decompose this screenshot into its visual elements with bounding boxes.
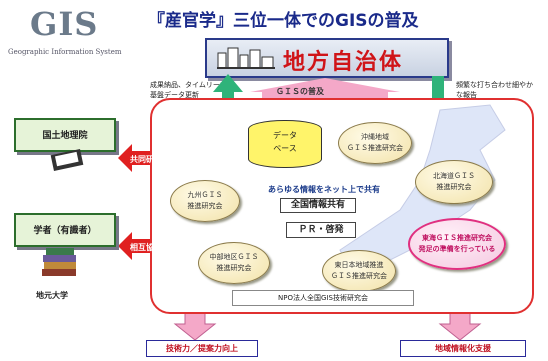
network-share-label: あらゆる情報をネット上で共有 <box>268 185 380 194</box>
note-left: 成果納品、タイムリーな基盤データ更新 <box>150 81 227 99</box>
page-title: 『産官学』三位一体でのGISの普及 <box>148 11 419 31</box>
oval-chubu: 中部地区ＧＩＳ 推進研究会 <box>198 242 270 284</box>
npo-box: NPO法人全国GIS技術研究会 <box>232 290 414 306</box>
info-share-box: 全国情報共有 <box>280 198 356 213</box>
database-label: データ ベース <box>273 131 297 153</box>
book-icon <box>50 149 84 171</box>
local-university-label: 地元大学 <box>36 291 68 300</box>
database-cylinder: データ ベース <box>248 120 322 168</box>
green-up-arrow <box>213 74 243 118</box>
oval-east-japan: 東日本地域推進 ＧＩＳ推進研究会 <box>322 250 396 292</box>
oval-okinawa: 沖縄地域 ＧＩＳ推進研究会 <box>338 122 412 164</box>
gov-label: 地方自治体 <box>283 50 404 75</box>
oval-hokkaido: 北海道ＧＩＳ 推進研究会 <box>415 160 493 204</box>
oval-kyushu: 九州ＧＩＳ 推進研究会 <box>170 180 240 222</box>
link-label-joint-research: 共同研究 <box>130 155 162 164</box>
note-right: 頻繁な打ち合わせ細やかな報告 <box>456 81 533 99</box>
source-label-scholar: 学者（有識者） <box>33 226 97 236</box>
pink-down-arrow-right <box>438 311 482 341</box>
source-box-scholar: 学者（有識者） <box>14 213 116 247</box>
logo-subtitle: Geographic Information System <box>8 48 122 56</box>
city-buildings-icon <box>217 47 275 69</box>
source-box-gsi: 国土地理院 <box>14 118 116 152</box>
source-label-gsi: 国土地理院 <box>42 131 88 141</box>
link-label-cooperation: 相互協力 <box>130 243 162 252</box>
pink-up-arrow <box>250 78 400 104</box>
bottom-box-regional: 地域情報化支援 <box>400 340 526 357</box>
bottom-box-skill: 技術力／提案力向上 <box>146 340 258 357</box>
pink-down-arrow-left <box>173 311 217 341</box>
local-government-box: 地方自治体 <box>205 38 449 78</box>
gis-logo: GIS <box>30 5 99 43</box>
oval-tokai-highlight: 東海ＧＩＳ推進研究会 発足の準備を行っている <box>408 218 506 270</box>
books-stack-icon <box>42 248 76 276</box>
pr-box: ＰＲ・啓発 <box>286 222 356 238</box>
center-banner: ＧＩＳの普及 <box>276 87 324 96</box>
